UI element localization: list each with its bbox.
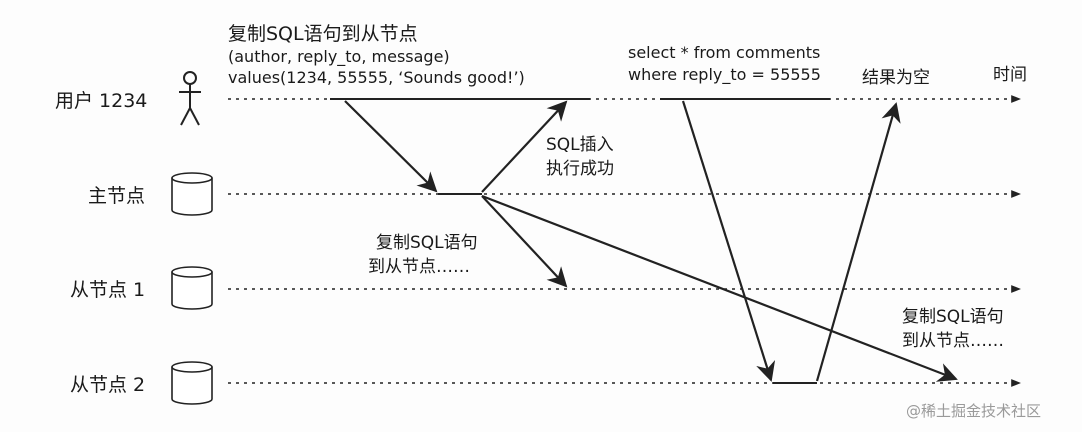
follower2-database-icon bbox=[171, 361, 213, 405]
replicate-right-line1: 复制SQL语句 bbox=[902, 307, 1004, 327]
follower1-label: 从节点 1 bbox=[70, 279, 145, 301]
replicate-top-line2: (author, reply_to, message) bbox=[228, 47, 450, 67]
watermark: @稀土掘金技术社区 bbox=[906, 402, 1041, 420]
leader-label: 主节点 bbox=[88, 185, 145, 207]
insert-success-arrow bbox=[481, 100, 568, 193]
empty-result-label: 结果为空 bbox=[862, 68, 930, 88]
leader-database-icon bbox=[171, 172, 213, 216]
insert-ok-line1: SQL插入 bbox=[546, 135, 614, 155]
select-query-line1: select * from comments bbox=[628, 43, 820, 62]
insert-ok-line2: 执行成功 bbox=[546, 159, 614, 179]
replicate-top-line1: 复制SQL语句到从节点 bbox=[228, 23, 418, 45]
replicate-to-follower2-arrow bbox=[481, 194, 958, 382]
read-request-arrow bbox=[681, 100, 776, 382]
select-query-line2: where reply_to = 55555 bbox=[628, 65, 821, 85]
empty-result-arrow bbox=[815, 102, 901, 382]
replicate-mid-line1: 复制SQL语句 bbox=[376, 233, 478, 253]
replicate-top-line3: values(1234, 55555, ‘Sounds good!’) bbox=[228, 68, 525, 87]
user-icon bbox=[179, 71, 201, 126]
follower2-label: 从节点 2 bbox=[70, 374, 145, 396]
replicate-right-line2: 到从节点…… bbox=[902, 331, 1004, 351]
replicate-to-follower1-arrow bbox=[481, 195, 568, 288]
follower1-database-icon bbox=[171, 266, 213, 310]
time-axis-label: 时间 bbox=[993, 65, 1027, 85]
user-label: 用户 1234 bbox=[55, 90, 147, 112]
replicate-mid-line2: 到从节点…… bbox=[368, 257, 470, 277]
write-request-arrow bbox=[344, 100, 438, 193]
